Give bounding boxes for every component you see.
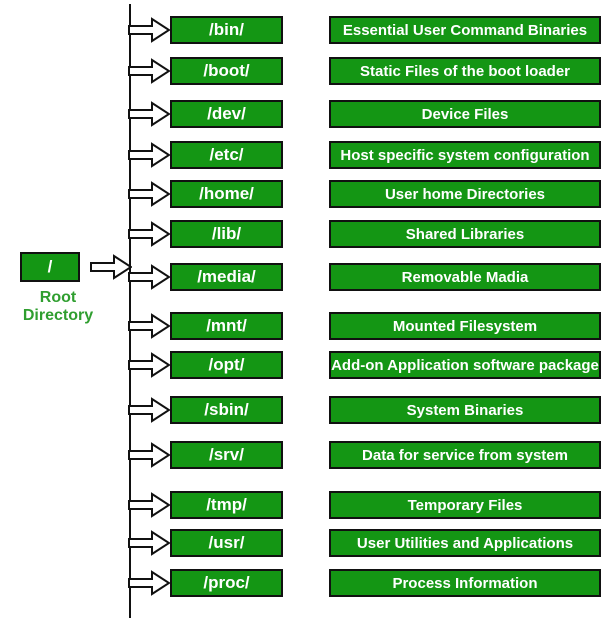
directory-label: /opt/ (208, 355, 245, 374)
fs-row-etc: /etc/ Host specific system configuration (0, 141, 602, 169)
directory-label: /dev/ (207, 104, 246, 123)
directory-label: /media/ (197, 267, 256, 286)
fs-row-boot: /boot/ Static Files of the boot loader (0, 57, 602, 85)
description-label: Temporary Files (407, 496, 523, 514)
fs-row-dev: /dev/ Device Files (0, 100, 602, 128)
arrow-icon (128, 492, 170, 518)
directory-box: /dev/ (170, 100, 283, 128)
directory-label: /usr/ (208, 533, 245, 552)
description-label: Host specific system configuration (340, 146, 590, 164)
fs-row-media: /media/ Removable Madia (0, 263, 602, 291)
directory-box: /lib/ (170, 220, 283, 248)
arrow-icon (128, 442, 170, 468)
directory-label: /etc/ (209, 145, 244, 164)
directory-box: /srv/ (170, 441, 283, 469)
fs-row-proc: /proc/ Process Information (0, 569, 602, 597)
description-box: Temporary Files (329, 491, 601, 519)
description-label: Removable Madia (401, 268, 529, 286)
description-box: Mounted Filesystem (329, 312, 601, 340)
root-directory-label: / (47, 257, 53, 276)
arrow-icon (128, 181, 170, 207)
fs-row-srv: /srv/ Data for service from system (0, 441, 602, 469)
directory-box: /etc/ (170, 141, 283, 169)
fs-row-usr: /usr/ User Utilities and Applications (0, 529, 602, 557)
arrow-icon (128, 530, 170, 556)
fs-row-mnt: /mnt/ Mounted Filesystem (0, 312, 602, 340)
description-box: Shared Libraries (329, 220, 601, 248)
directory-label: /sbin/ (204, 400, 249, 419)
description-label: User home Directories (384, 185, 546, 203)
description-box: Process Information (329, 569, 601, 597)
arrow-icon (128, 570, 170, 596)
description-label: System Binaries (406, 401, 524, 419)
description-box: Host specific system configuration (329, 141, 601, 169)
arrow-icon (128, 397, 170, 423)
directory-label: /boot/ (203, 61, 250, 80)
description-box: User Utilities and Applications (329, 529, 601, 557)
description-label: Essential User Command Binaries (342, 21, 588, 39)
description-label: Shared Libraries (405, 225, 525, 243)
directory-box: /proc/ (170, 569, 283, 597)
description-box: User home Directories (329, 180, 601, 208)
directory-box: /sbin/ (170, 396, 283, 424)
description-box: Static Files of the boot loader (329, 57, 601, 85)
directory-box: /usr/ (170, 529, 283, 557)
root-arrow-icon (90, 254, 132, 280)
description-label: Device Files (421, 105, 509, 123)
directory-label: /proc/ (203, 573, 250, 592)
description-box: System Binaries (329, 396, 601, 424)
arrow-icon (128, 58, 170, 84)
arrow-icon (128, 101, 170, 127)
arrow-icon (128, 352, 170, 378)
directory-label: /srv/ (209, 445, 244, 464)
description-box: Add-on Application software package (329, 351, 601, 379)
directory-box: /mnt/ (170, 312, 283, 340)
arrow-icon (128, 17, 170, 43)
description-label: User Utilities and Applications (356, 534, 574, 552)
directory-box: /opt/ (170, 351, 283, 379)
trunk-line (129, 4, 131, 618)
description-box: Essential User Command Binaries (329, 16, 601, 44)
arrow-icon (128, 142, 170, 168)
description-label: Mounted Filesystem (392, 317, 538, 335)
description-box: Device Files (329, 100, 601, 128)
directory-box: /tmp/ (170, 491, 283, 519)
fs-row-bin: /bin/ Essential User Command Binaries (0, 16, 602, 44)
directory-label: /bin/ (209, 20, 244, 39)
directory-label: /lib/ (211, 224, 242, 243)
directory-box: /media/ (170, 263, 283, 291)
root-directory-caption: Root Directory (22, 289, 94, 324)
directory-label: /mnt/ (206, 316, 247, 335)
directory-box: /home/ (170, 180, 283, 208)
root-directory-box: / (20, 252, 80, 282)
description-label: Add-on Application software package (331, 356, 599, 374)
description-label: Static Files of the boot loader (359, 62, 571, 80)
arrow-icon (128, 264, 170, 290)
fs-row-sbin: /sbin/ System Binaries (0, 396, 602, 424)
directory-label: /home/ (199, 184, 254, 203)
description-label: Data for service from system (362, 446, 568, 464)
description-box: Data for service from system (329, 441, 601, 469)
fs-row-tmp: /tmp/ Temporary Files (0, 491, 602, 519)
arrow-icon (128, 313, 170, 339)
fs-row-opt: /opt/ Add-on Application software packag… (0, 351, 602, 379)
description-label: Process Information (392, 574, 538, 592)
directory-box: /boot/ (170, 57, 283, 85)
arrow-icon (128, 221, 170, 247)
description-box: Removable Madia (329, 263, 601, 291)
directory-label: /tmp/ (206, 495, 247, 514)
directory-box: /bin/ (170, 16, 283, 44)
fs-row-lib: /lib/ Shared Libraries (0, 220, 602, 248)
fs-row-home: /home/ User home Directories (0, 180, 602, 208)
